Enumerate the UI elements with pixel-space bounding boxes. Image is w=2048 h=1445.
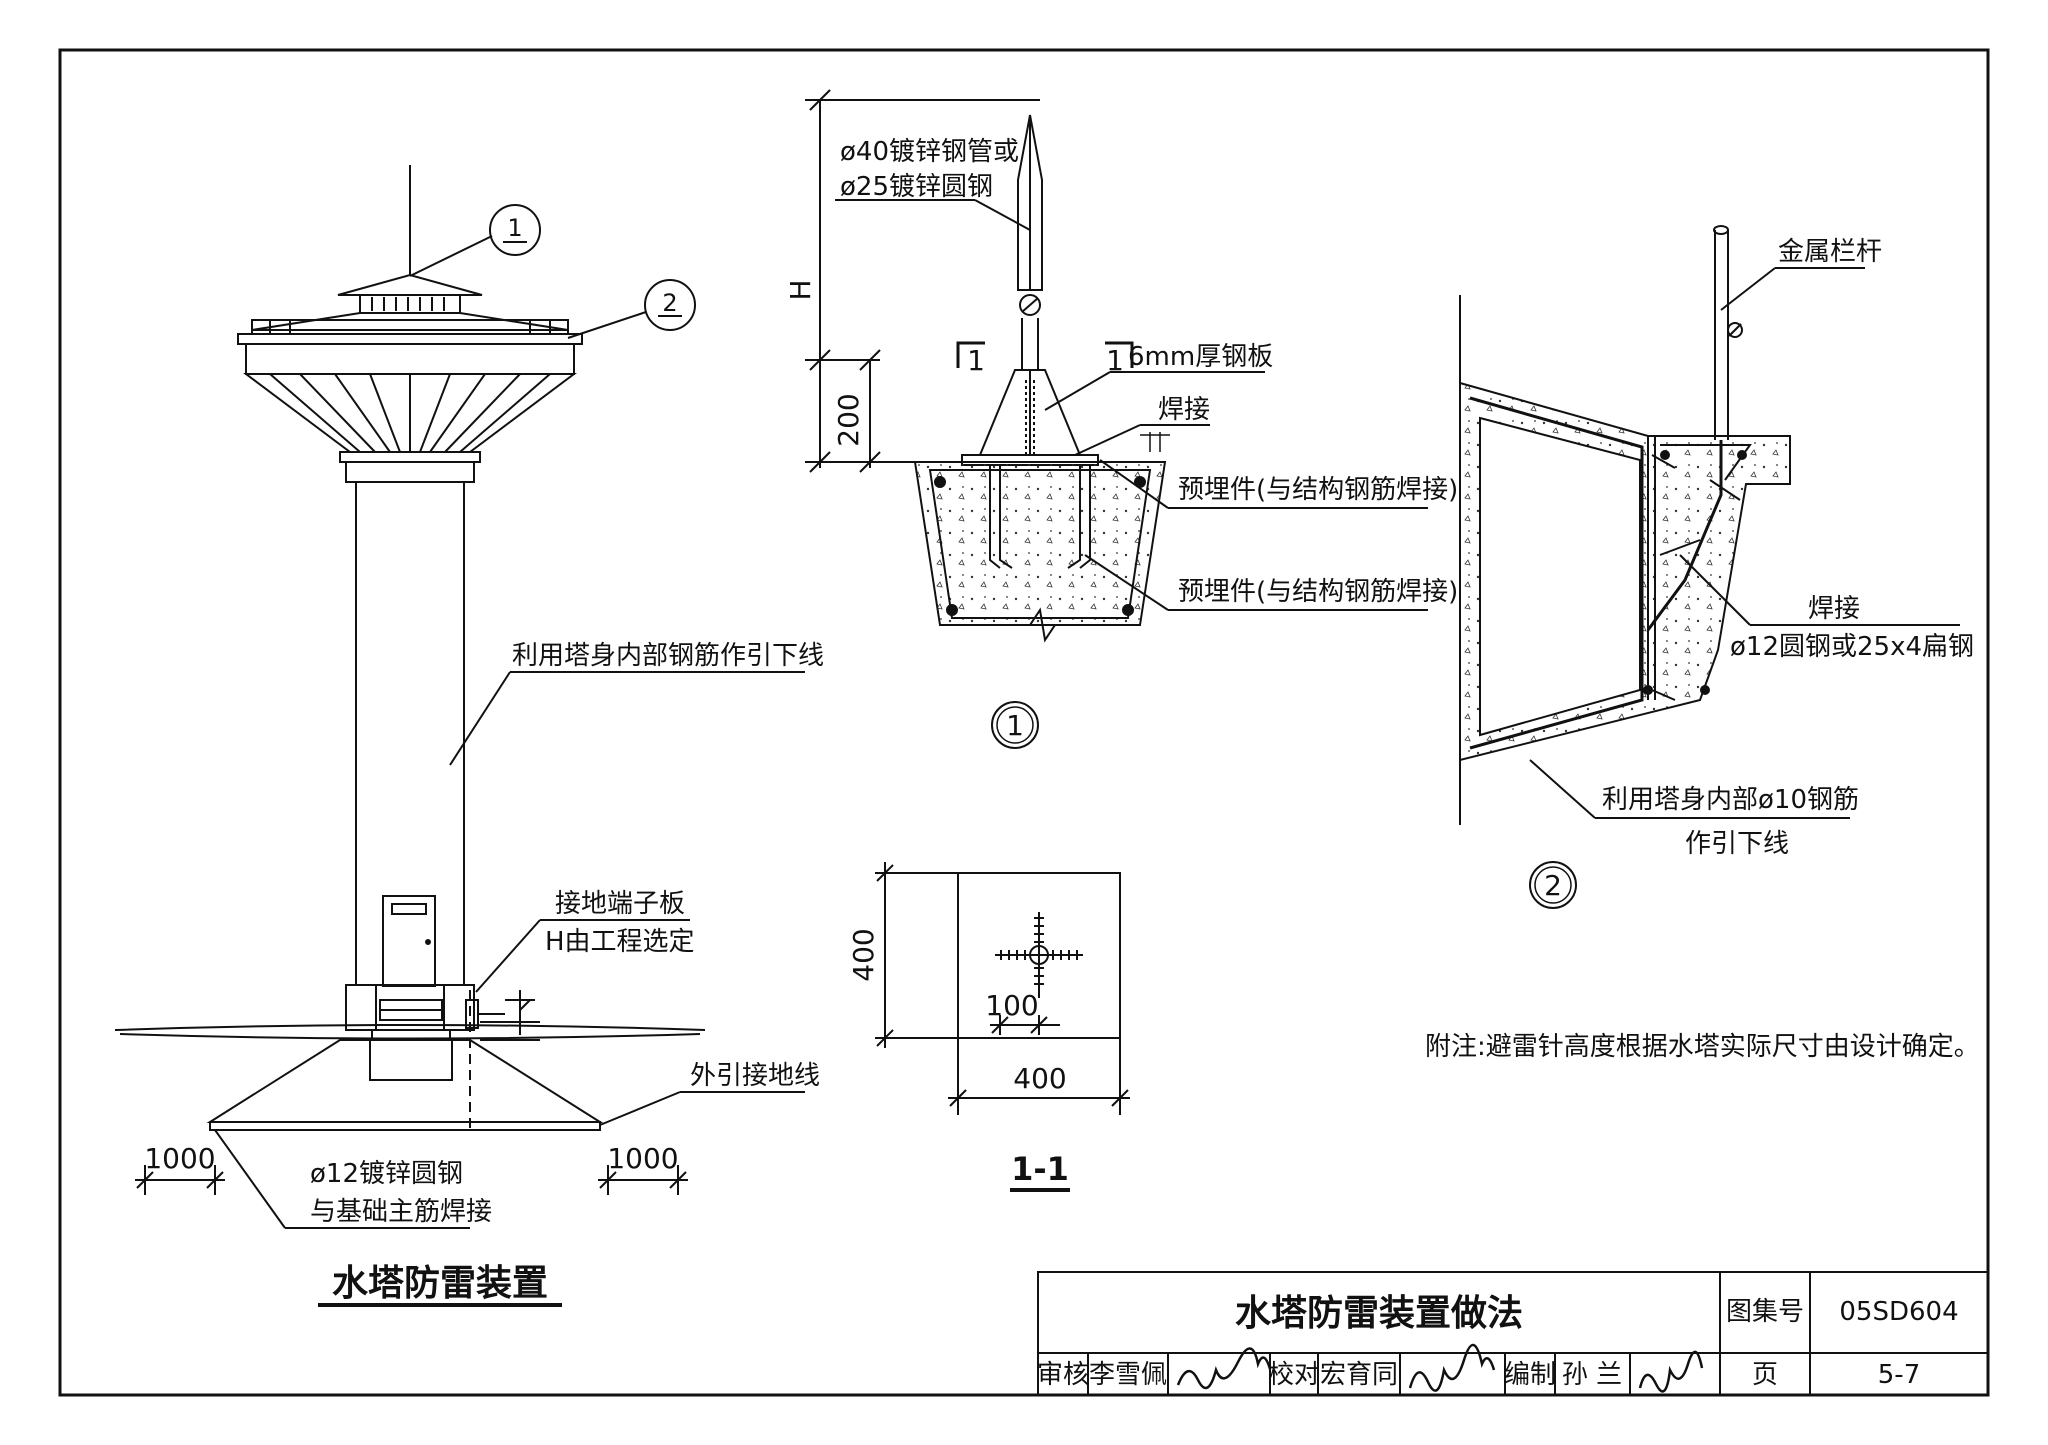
pipe-note-1: ø40镀锌钢管或 (840, 137, 1019, 167)
callout-1-text: 1 (507, 214, 522, 242)
detail-2-downlead-1: 利用塔身内部ø10钢筋 (1602, 785, 1859, 815)
atlas-label: 图集号 (1726, 1297, 1804, 1327)
dim-left-text: 1000 (144, 1142, 215, 1175)
ext-ground-note: 外引接地线 (690, 1061, 820, 1091)
embed-note-1: 预埋件(与结构钢筋焊接) (1178, 475, 1458, 505)
ground-plate-note-1: 接地端子板 (555, 889, 685, 919)
ground-plate-note-2: H由工程选定 (545, 927, 695, 957)
page-label: 页 (1752, 1360, 1778, 1390)
section-dim-width: 400 (1013, 1062, 1066, 1095)
detail-1-dim-200-text: 200 (832, 393, 865, 446)
detail-1-dim-h (805, 89, 1040, 473)
compile-label: 编制 (1504, 1360, 1556, 1390)
section-1-1-drawing (875, 862, 1130, 1115)
weld-note-1: 焊接 (1158, 395, 1210, 425)
reviewer-name: 李雪佩 (1089, 1360, 1167, 1390)
rod-note-2: 与基础主筋焊接 (310, 1197, 492, 1227)
atlas-no: 05SD604 (1839, 1297, 1958, 1327)
downlead-note: 利用塔身内部钢筋作引下线 (512, 641, 824, 671)
detail-2-downlead-2: 作引下线 (1685, 829, 1789, 859)
detail-1-label: 1 (1006, 709, 1024, 742)
detail-1-drawing (913, 114, 1167, 643)
section-dim-inner: 100 (985, 989, 1038, 1022)
section-mark-left (956, 341, 985, 368)
sheet-border (58, 48, 1990, 1397)
detail-2-drawing (1459, 225, 1791, 825)
downlead-leader (449, 671, 511, 766)
plate-note: 6mm厚钢板 (1128, 342, 1273, 372)
detail-2-label: 2 (1544, 869, 1562, 902)
callout-2-text: 2 (662, 289, 677, 317)
reviewer-signature (1176, 1347, 1272, 1390)
pipe-note-2: ø25镀锌圆钢 (840, 172, 993, 202)
detail-2-weld-note: 焊接 (1808, 594, 1860, 624)
railing-note: 金属栏杆 (1778, 237, 1882, 267)
page-no: 5-7 (1878, 1360, 1920, 1390)
main-view-title: 水塔防雷装置 (332, 1263, 548, 1304)
dim-left (135, 1165, 225, 1195)
checker-name: 宏育同 (1320, 1360, 1398, 1390)
section-mark-left-text: 1 (967, 344, 985, 377)
section-mark-right-text: 1 (1106, 344, 1124, 377)
detail-2-rod-note: ø12圆钢或25x4扁钢 (1730, 632, 1974, 662)
callout-circle-1: 1 (409, 204, 541, 277)
review-label: 审核 (1037, 1360, 1089, 1390)
detail-1-dim-h-text: H (784, 279, 817, 300)
compiler-signature (1638, 1350, 1704, 1393)
check-label: 校对 (1268, 1360, 1320, 1390)
rod-note-1: ø12镀锌圆钢 (310, 1159, 463, 1189)
embed-note-2: 预埋件(与结构钢筋焊接) (1178, 577, 1458, 607)
dim-right (598, 1165, 688, 1195)
section-mark-right (1105, 341, 1134, 368)
detail-2-label-circle (1529, 861, 1577, 909)
title-block (1037, 1271, 1989, 1396)
dim-right-text: 1000 (607, 1142, 678, 1175)
callout-circle-2: 2 (567, 279, 696, 339)
water-tower-elevation (114, 165, 706, 1131)
section-1-1-title: 1-1 (1011, 1150, 1069, 1188)
drawing-title: 水塔防雷装置做法 (1235, 1293, 1523, 1334)
footnote: 附注:避雷针高度根据水塔实际尺寸由设计确定。 (1425, 1032, 1980, 1062)
detail-1-label-circle (991, 701, 1039, 749)
compiler-name: 孙 兰 (1562, 1360, 1622, 1390)
checker-signature (1408, 1343, 1496, 1392)
section-dim-height: 400 (847, 928, 880, 981)
